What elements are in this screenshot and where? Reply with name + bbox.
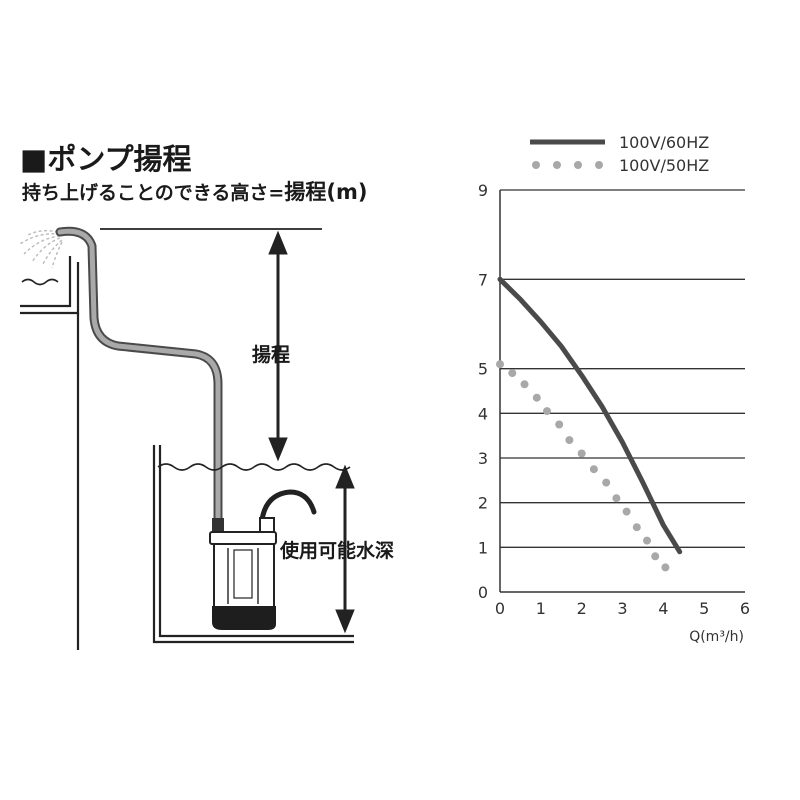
x-tick-label: 4 [658, 599, 668, 618]
series-point-50hz [643, 536, 651, 545]
chart-legend: 100V/60HZ 100V/50HZ [530, 133, 709, 175]
y-tick-label: 9 [478, 181, 488, 200]
y-tick-label: 7 [478, 270, 488, 289]
upper-tank [20, 256, 80, 650]
y-tick-label: 4 [478, 404, 488, 423]
y-tick-label: 3 [478, 449, 488, 468]
x-tick-label: 0 [495, 599, 505, 618]
chart-series [496, 276, 683, 572]
y-tick-label: 0 [478, 583, 488, 602]
chart-grid [499, 189, 745, 593]
series-point-50hz [632, 523, 641, 532]
page-title: ■ポンプ揚程 [20, 142, 192, 176]
water-spray-icon [19, 229, 63, 269]
series-point-50hz [602, 478, 611, 487]
series-point-50hz [555, 420, 564, 429]
subtitle-strong: 揚程(m) [284, 180, 368, 204]
series-point-50hz [520, 380, 529, 389]
x-tick-label: 3 [617, 599, 627, 618]
pump-icon [209, 489, 317, 630]
x-tick-label: 5 [699, 599, 709, 618]
series-point-50hz [589, 465, 598, 474]
series-point-50hz [622, 507, 631, 516]
x-axis-ticks: 0 1 2 3 4 5 6 [495, 599, 750, 618]
series-point-50hz [496, 360, 504, 369]
series-point-50hz [612, 494, 621, 503]
y-tick-label: 2 [478, 494, 488, 513]
series-line-60hz [497, 276, 683, 555]
legend-label: 100V/60HZ [619, 133, 709, 152]
page-subtitle: 持ち上げることのできる高さ=揚程(m) [22, 176, 367, 206]
series-point-50hz [651, 552, 660, 561]
legend-label: 100V/50HZ [619, 156, 709, 175]
y-tick-label: 1 [478, 538, 488, 557]
x-tick-label: 2 [577, 599, 587, 618]
subtitle-main: 持ち上げることのできる高さ= [22, 182, 285, 204]
series-point-50hz [661, 563, 670, 572]
x-tick-label: 6 [740, 599, 750, 618]
series-point-50hz [565, 436, 574, 445]
y-tick-label: 5 [478, 360, 488, 379]
series-point-50hz [532, 393, 541, 402]
y-axis-ticks: 0 1 2 3 4 5 7 9 [478, 181, 488, 602]
x-axis-label: Q(m³/h) [689, 629, 744, 645]
lift-arrow [268, 230, 288, 462]
legend-swatch-50hz [595, 161, 603, 169]
lift-label: 揚程 [252, 344, 291, 366]
depth-arrow [335, 464, 355, 634]
series-point-50hz [508, 369, 517, 378]
series-point-50hz [543, 407, 551, 416]
usable-depth-label: 使用可能水深 [280, 540, 395, 562]
series-point-50hz [577, 449, 586, 458]
legend-swatch-50hz [574, 161, 582, 169]
x-tick-label: 1 [536, 599, 546, 618]
legend-swatch-50hz [532, 161, 540, 169]
lower-tank [152, 445, 354, 644]
legend-swatch-50hz [553, 161, 561, 169]
